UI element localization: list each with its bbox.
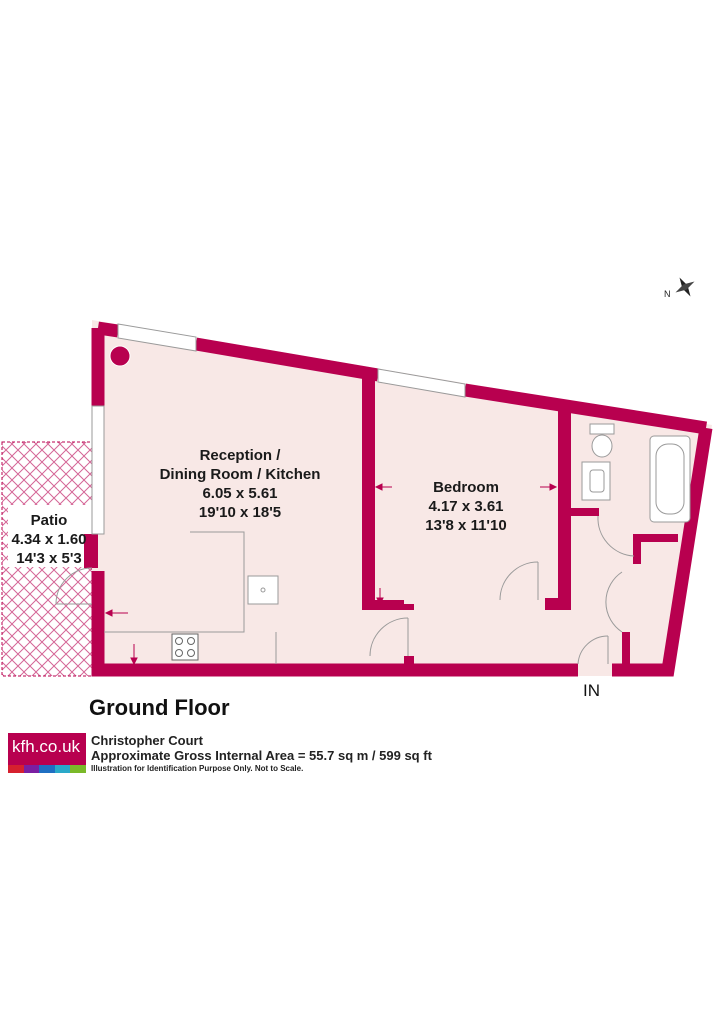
room-name: Bedroom (433, 479, 499, 496)
hob-icon (171, 633, 199, 661)
bath-icon (649, 435, 691, 523)
disclaimer: Illustration for Identification Purpose … (91, 764, 304, 773)
room-imperial-size: 19'10 x 18'5 (198, 504, 282, 521)
patio-area (1, 441, 93, 677)
toilet-icon (589, 423, 615, 458)
room-metric-size: 6.05 x 5.61 (202, 485, 278, 502)
windows (91, 323, 466, 535)
doors (55, 515, 635, 665)
property-info: Christopher Court Approximate Gross Inte… (91, 733, 432, 775)
interior-walls (84, 372, 678, 668)
logo-stripe (70, 765, 86, 773)
entrance-label: IN (583, 681, 600, 700)
room-label-patio: Patio 4.34 x 1.60 14'3 x 5'3 (4, 511, 94, 568)
brand-logo[interactable]: kfh.co.uk (8, 733, 86, 773)
room-metric-size: 4.34 x 1.60 (11, 531, 87, 548)
compass-north-label: N (664, 289, 671, 299)
room-label-reception: Reception / Dining Room / Kitchen 6.05 x… (140, 446, 340, 522)
room-name: Patio (30, 512, 68, 529)
boiler-icon (109, 345, 131, 367)
outer-walls (91, 321, 713, 677)
room-imperial-size: 13'8 x 11'10 (425, 517, 507, 534)
room-name: Reception / (199, 447, 281, 464)
north-arrow-icon (675, 277, 695, 297)
dimension-arrows (104, 483, 558, 666)
property-name: Christopher Court (91, 733, 203, 748)
kitchen-counter (104, 531, 277, 664)
logo-stripe (23, 765, 40, 773)
room-metric-size: 4.17 x 3.61 (428, 498, 504, 515)
logo-text: kfh.co.uk (12, 737, 81, 756)
logo-color-stripes (8, 765, 86, 773)
room-label-bedroom: Bedroom 4.17 x 3.61 13'8 x 11'10 (406, 478, 526, 535)
basin-icon (581, 461, 611, 501)
room-name: Dining Room / Kitchen (159, 466, 321, 483)
gross-internal-area: Approximate Gross Internal Area = 55.7 s… (91, 748, 432, 763)
logo-stripe (39, 765, 55, 773)
logo-stripe (8, 765, 24, 773)
sink-icon (247, 575, 279, 605)
floor-title: Ground Floor (89, 695, 230, 720)
logo-stripe (54, 765, 71, 773)
room-imperial-size: 14'3 x 5'3 (16, 550, 82, 567)
